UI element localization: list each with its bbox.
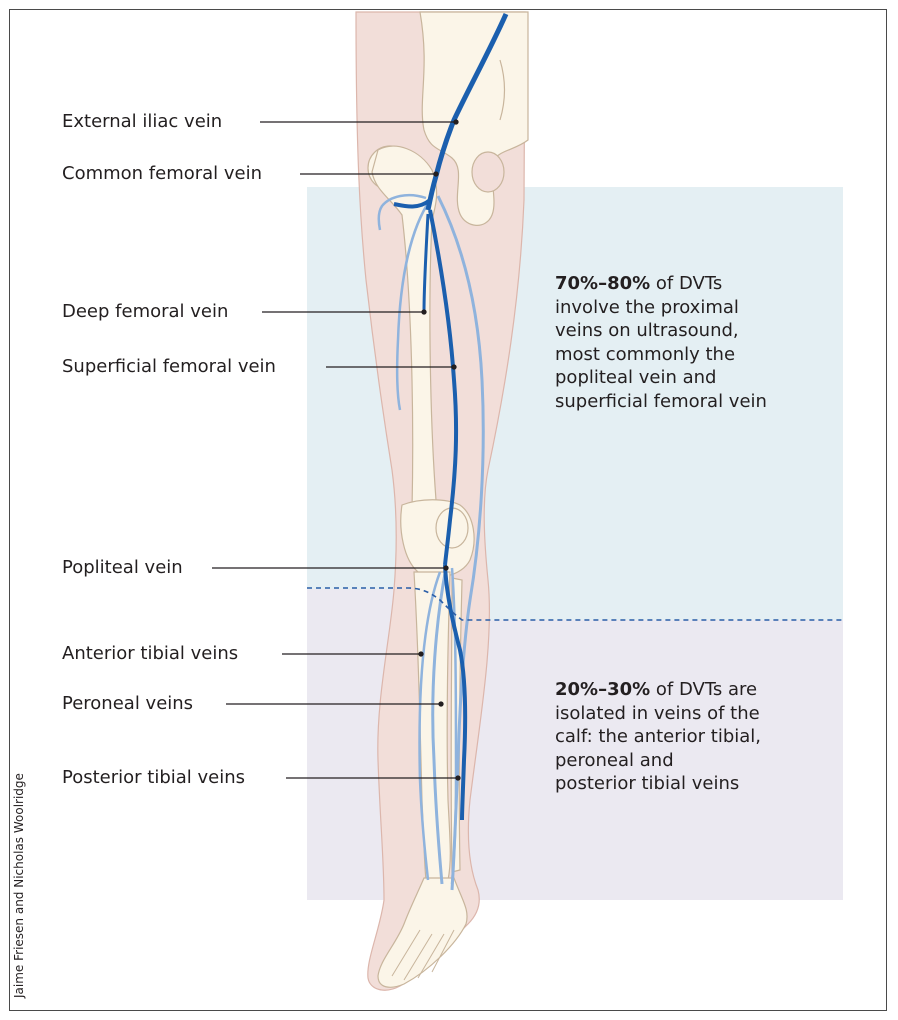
label-external-iliac-vein: External iliac vein [62,111,222,133]
label-anterior-tibial-veins: Anterior tibial veins [62,643,238,665]
label-common-femoral-vein: Common femoral vein [62,163,262,185]
calf-note-line-1-text: of DVTs are [650,679,757,700]
calf-percentage: 20%–30% [555,679,650,700]
label-posterior-tibial-veins: Posterior tibial veins [62,767,245,789]
label-popliteal-vein: Popliteal vein [62,557,183,579]
proximal-note-line-1-text: of DVTs [650,273,722,294]
label-deep-femoral-vein: Deep femoral vein [62,301,228,323]
calf-dvt-note: 20%–30% of DVTs are isolated in veins of… [555,678,761,796]
leader-dot-posterior-tibial [456,776,460,780]
leader-dot-anterior-tibial [419,652,423,656]
proximal-note-line-5: popliteal vein and [555,366,767,390]
proximal-note-line-4: most commonly the [555,343,767,367]
label-superficial-femoral-vein: Superficial femoral vein [62,356,276,378]
leader-dot-common-femoral [434,172,438,176]
calf-note-line-3: calf: the anterior tibial, [555,725,761,749]
proximal-dvt-note: 70%–80% of DVTs involve the proximal vei… [555,272,767,413]
calf-note-line-4: peroneal and [555,749,761,773]
proximal-note-line-1: 70%–80% of DVTs [555,272,767,296]
leader-dot-peroneal [439,702,443,706]
calf-note-line-2: isolated in veins of the [555,702,761,726]
obturator-foramen [472,152,504,192]
proximal-note-line-3: veins on ultrasound, [555,319,767,343]
proximal-percentage: 70%–80% [555,273,650,294]
leader-dot-popliteal [444,566,448,570]
calf-note-line-5: posterior tibial veins [555,772,761,796]
label-peroneal-veins: Peroneal veins [62,693,193,715]
proximal-note-line-2: involve the proximal [555,296,767,320]
leader-dot-external-iliac [454,120,458,124]
leader-dot-deep-femoral [422,310,426,314]
illustration-credit: Jaime Friesen and Nicholas Woolridge [12,768,26,998]
leader-dot-superficial-femoral [452,365,456,369]
proximal-note-line-6: superficial femoral vein [555,390,767,414]
calf-note-line-1: 20%–30% of DVTs are [555,678,761,702]
